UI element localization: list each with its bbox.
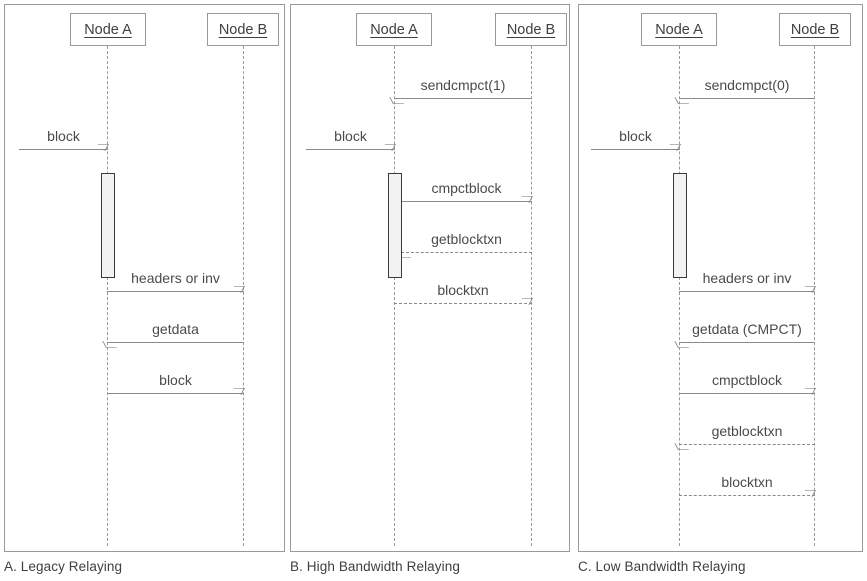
arrow-shaft — [19, 149, 108, 150]
participant-label: Node A — [84, 21, 132, 38]
panel-caption-low-bandwidth: C. Low Bandwidth Relaying — [578, 559, 746, 574]
lifeline-node-b — [531, 46, 532, 546]
message-label: headers or inv — [702, 270, 792, 286]
participant-node-a: Node A — [70, 13, 146, 46]
participant-label: Node A — [655, 21, 703, 38]
arrow-shaft — [401, 252, 532, 253]
participant-node-b: Node B — [495, 13, 567, 46]
arrow-shaft — [107, 342, 244, 343]
arrow-shaft — [679, 393, 815, 394]
arrow-shaft — [306, 149, 395, 150]
panel-legacy-relaying: Node A Node B block headers or inv getda… — [4, 4, 285, 552]
message-label: block — [47, 128, 80, 144]
message-label: sendcmpct(1) — [420, 77, 506, 93]
lifeline-node-a — [394, 46, 395, 546]
participant-node-a: Node A — [641, 13, 717, 46]
message-label: cmpctblock — [711, 372, 783, 388]
participant-label: Node B — [790, 21, 840, 38]
message-label: getdata (CMPCT) — [692, 321, 802, 337]
activation-bar-node-a — [673, 173, 687, 278]
message-label: getdata — [152, 321, 199, 337]
arrow-shaft — [679, 495, 815, 496]
arrow-shaft — [679, 342, 815, 343]
lifeline-node-b — [814, 46, 815, 546]
lifeline-node-b — [243, 46, 244, 546]
activation-bar-node-a — [388, 173, 402, 278]
arrow-shaft — [679, 291, 815, 292]
participant-label: Node B — [506, 21, 556, 38]
arrow-shaft — [591, 149, 680, 150]
arrow-shaft — [679, 98, 815, 99]
activation-bar-node-a — [101, 173, 115, 278]
message-label: blocktxn — [721, 474, 773, 490]
message-label: getblocktxn — [711, 423, 783, 439]
message-label: cmpctblock — [431, 180, 502, 196]
participant-node-b: Node B — [207, 13, 279, 46]
arrow-shaft — [679, 444, 815, 445]
message-label: blocktxn — [437, 282, 489, 298]
lifeline-node-a — [679, 46, 680, 546]
arrow-shaft — [394, 98, 532, 99]
message-label: getblocktxn — [431, 231, 502, 247]
arrow-shaft — [107, 393, 244, 394]
message-label: block — [159, 372, 192, 388]
message-label: block — [334, 128, 367, 144]
message-label: block — [619, 128, 652, 144]
panel-high-bandwidth-relaying: Node A Node B sendcmpct(1) block cmpctbl… — [290, 4, 570, 552]
panel-caption-high-bandwidth: B. High Bandwidth Relaying — [290, 559, 460, 574]
panel-caption-legacy: A. Legacy Relaying — [4, 559, 123, 574]
lifeline-node-a — [107, 46, 108, 546]
participant-label: Node A — [370, 21, 418, 38]
arrow-shaft — [394, 303, 532, 304]
participant-label: Node B — [218, 21, 268, 38]
participant-node-b: Node B — [779, 13, 851, 46]
message-label: headers or inv — [131, 270, 220, 286]
arrow-shaft — [401, 201, 532, 202]
arrow-shaft — [107, 291, 244, 292]
participant-node-a: Node A — [356, 13, 432, 46]
message-label: sendcmpct(0) — [704, 77, 790, 93]
panel-low-bandwidth-relaying: Node A Node B sendcmpct(0) block headers… — [578, 4, 863, 552]
